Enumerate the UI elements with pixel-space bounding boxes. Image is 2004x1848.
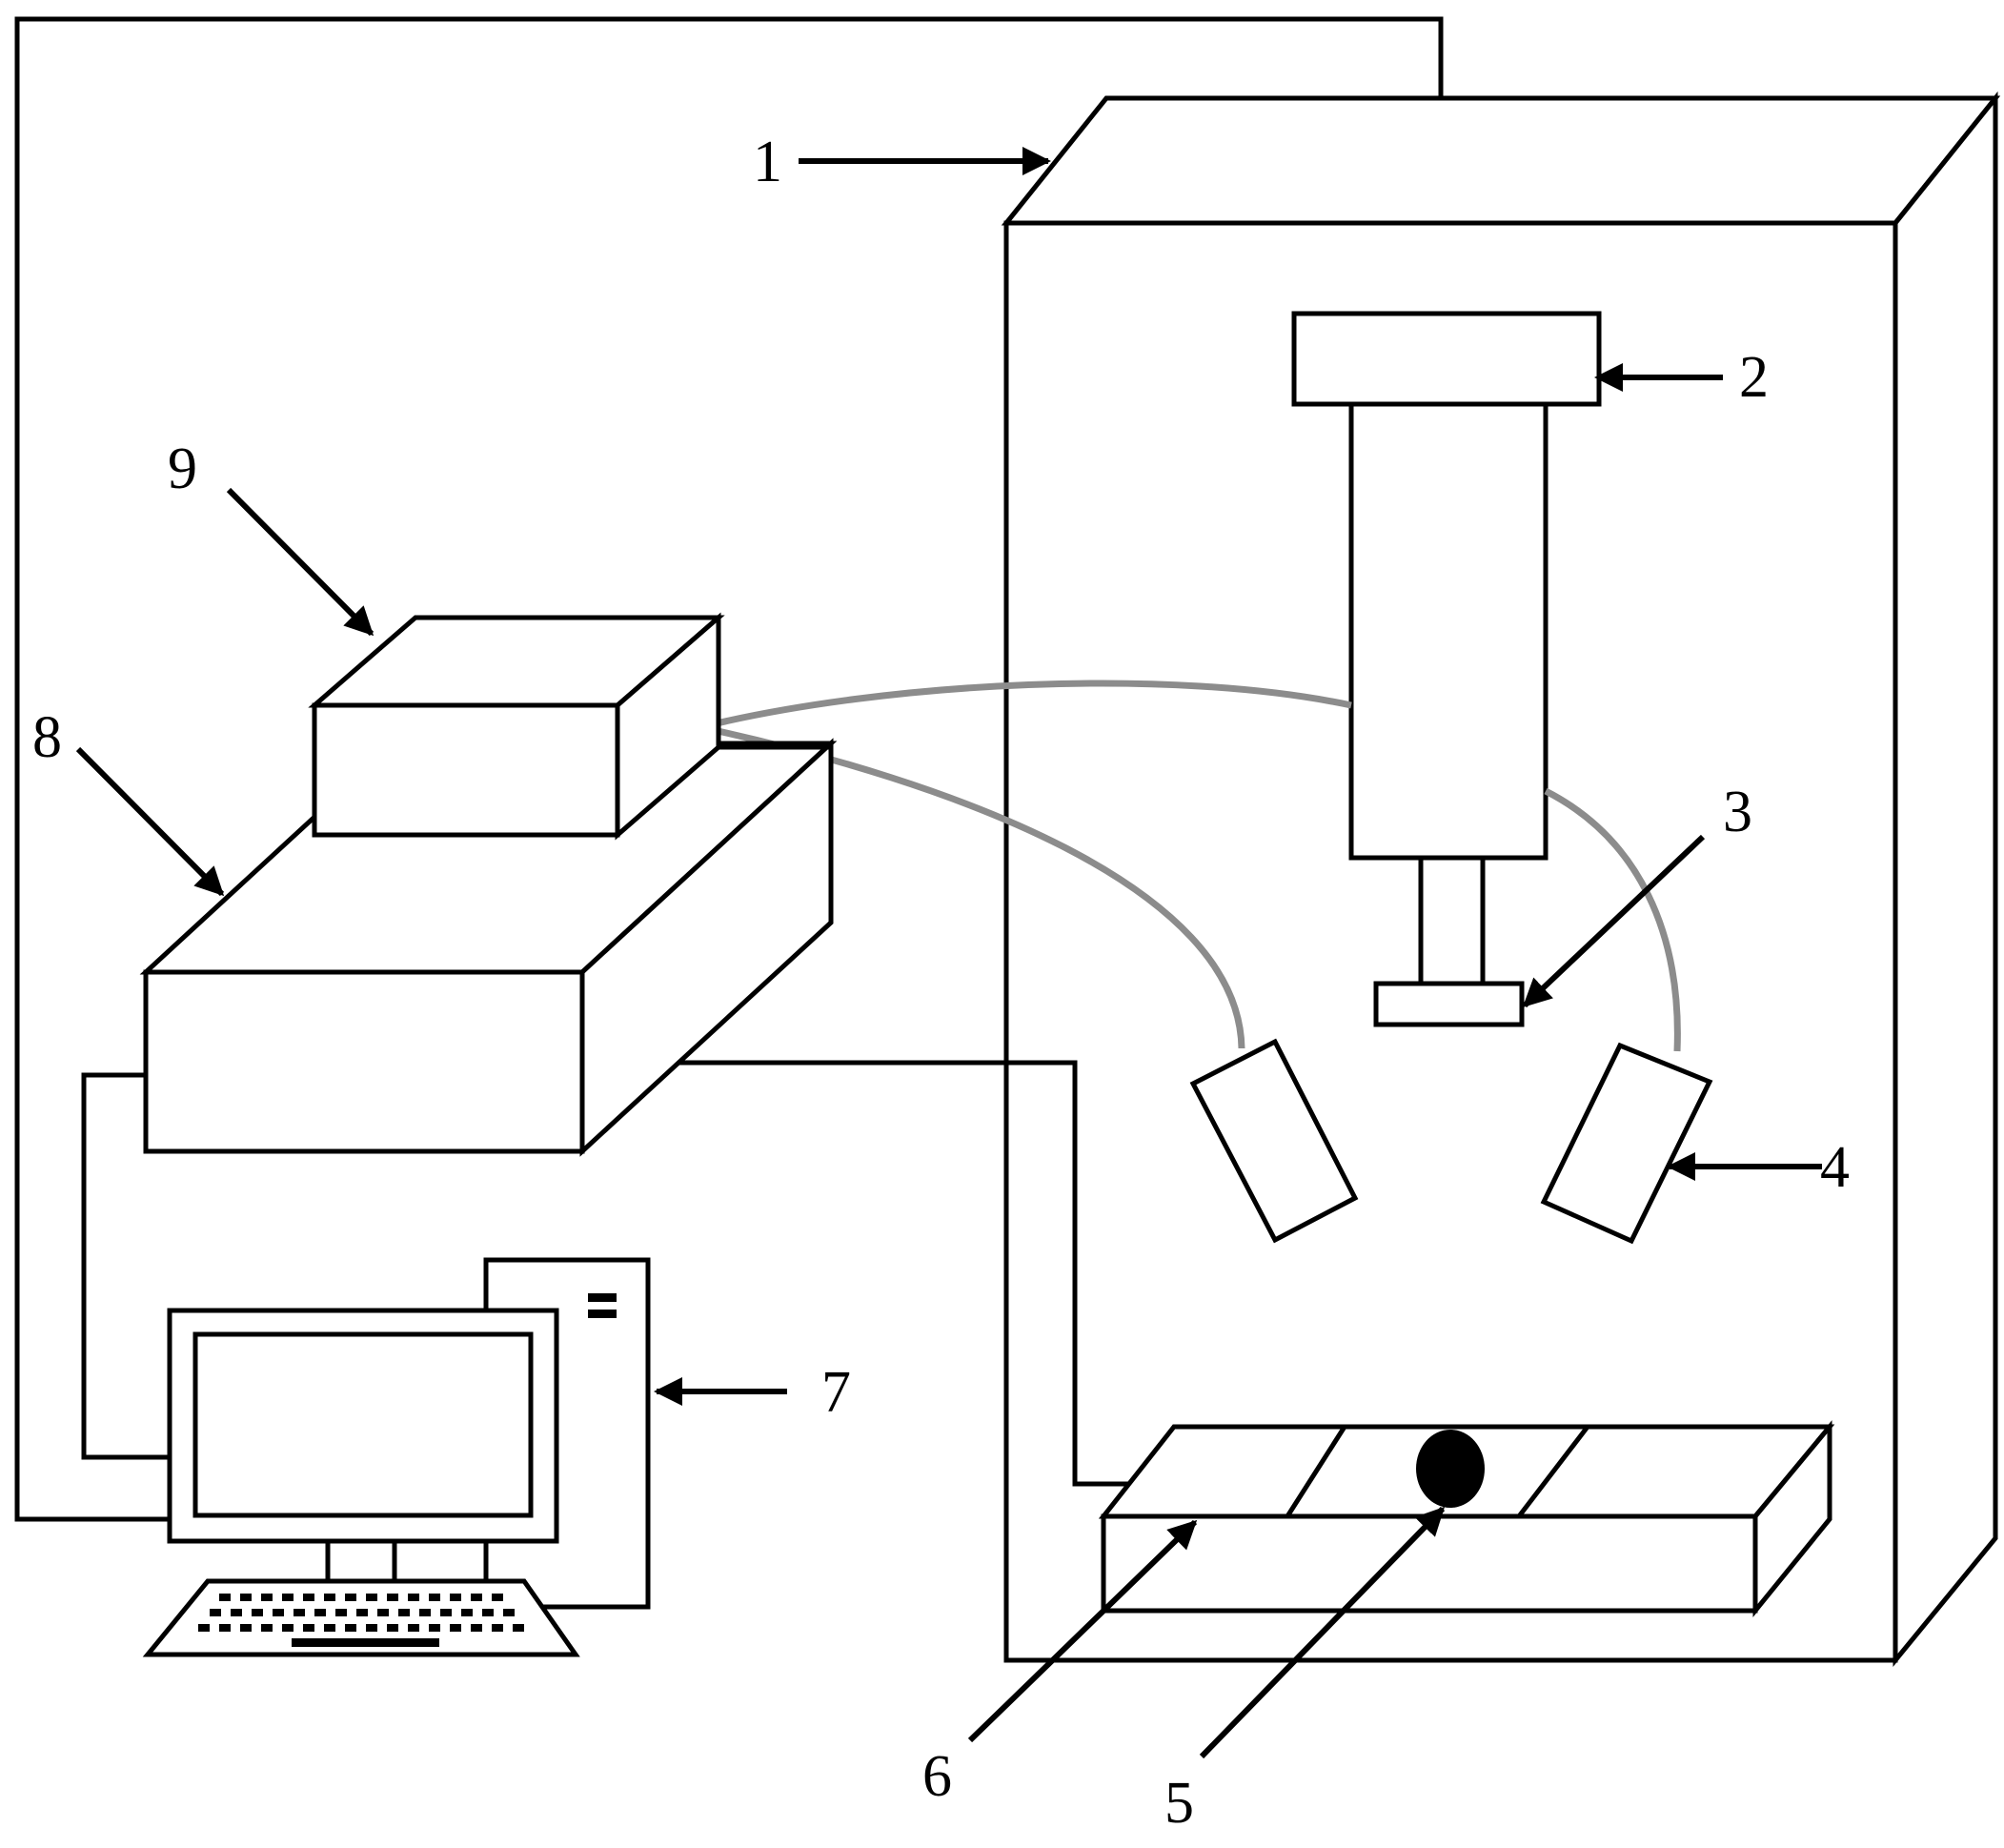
controller-computer-cable bbox=[81, 1072, 170, 1460]
arrow-9 bbox=[226, 487, 374, 637]
fiber-to-column bbox=[699, 680, 1352, 731]
label-9: 9 bbox=[168, 437, 197, 501]
column-body bbox=[1348, 401, 1549, 861]
arrow-8 bbox=[75, 746, 225, 897]
label-1: 1 bbox=[753, 130, 782, 194]
tower-slot-1 bbox=[588, 1293, 617, 1302]
left-sensor bbox=[1189, 1038, 1359, 1244]
arrow-5 bbox=[1199, 1506, 1446, 1759]
controller-back-edge bbox=[701, 744, 834, 923]
arrow-3 bbox=[1522, 834, 1706, 1008]
light-source-box bbox=[308, 612, 725, 841]
computer bbox=[142, 1257, 651, 1657]
label-8: 8 bbox=[32, 705, 62, 770]
fiber-to-right-sensor bbox=[1544, 787, 1681, 1052]
tower-slot-2 bbox=[588, 1310, 617, 1318]
keyboard-keys bbox=[198, 1594, 524, 1647]
label-3: 3 bbox=[1723, 780, 1752, 844]
enclosure bbox=[1001, 91, 2001, 1667]
right-sensor bbox=[1540, 1042, 1713, 1245]
label-4: 4 bbox=[1820, 1135, 1850, 1200]
monitor-stand bbox=[325, 1538, 397, 1584]
sample-dot bbox=[1416, 1430, 1485, 1508]
label-7: 7 bbox=[821, 1360, 851, 1425]
sample-stage bbox=[1098, 1420, 1835, 1618]
label-5: 5 bbox=[1164, 1771, 1194, 1836]
monitor-screen bbox=[192, 1331, 534, 1518]
top-head-device bbox=[1291, 311, 1602, 407]
vertical-column-assembly bbox=[1291, 311, 1602, 1027]
probe-tip bbox=[1373, 981, 1525, 1027]
controller-stage-cable bbox=[616, 1060, 1128, 1487]
label-6: 6 bbox=[922, 1744, 952, 1809]
keyboard bbox=[142, 1578, 580, 1657]
arrow-6 bbox=[967, 1519, 1198, 1743]
label-2: 2 bbox=[1739, 345, 1769, 410]
